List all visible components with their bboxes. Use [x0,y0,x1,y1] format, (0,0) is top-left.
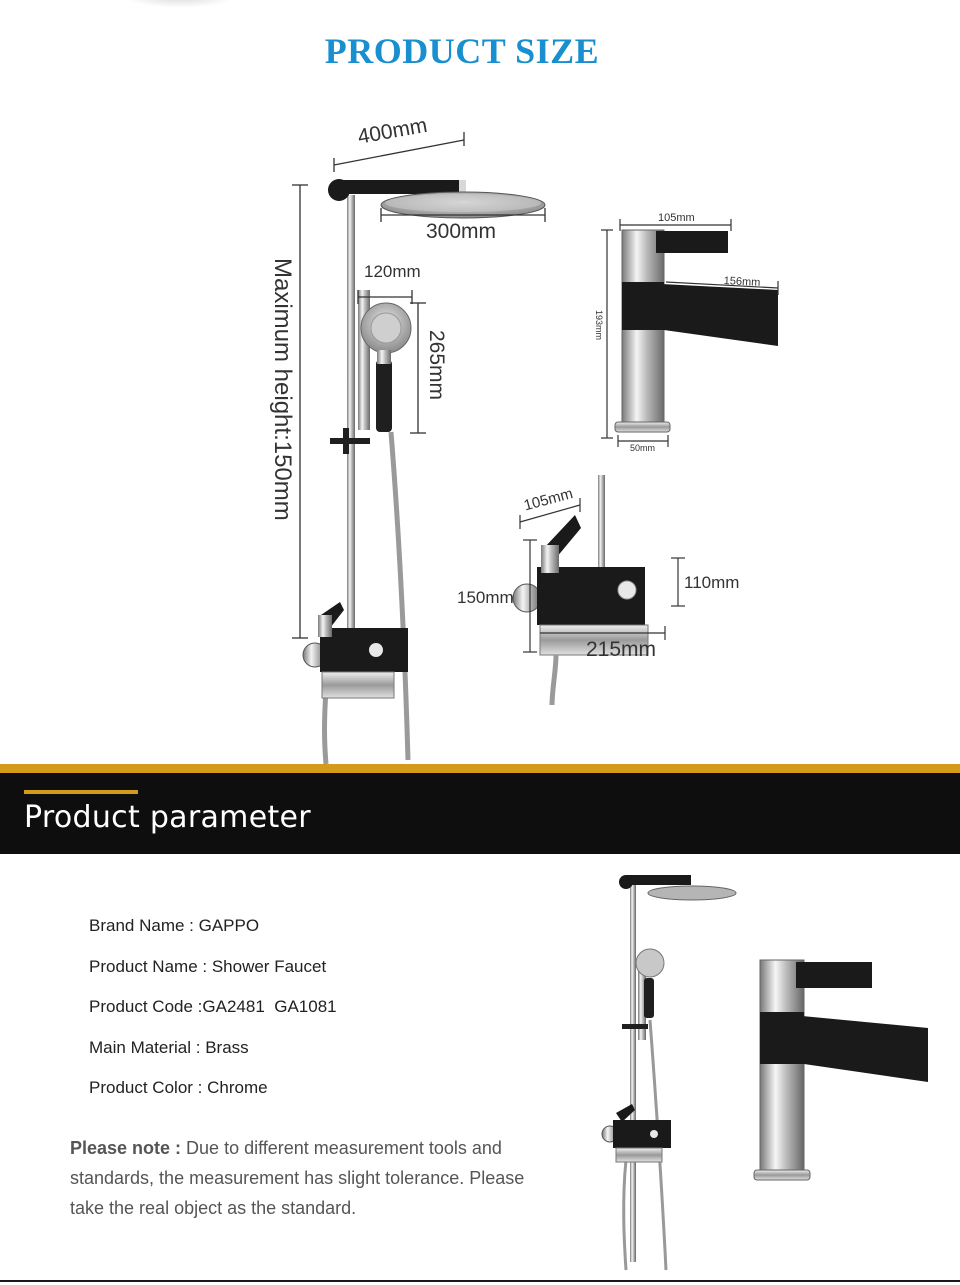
basin-faucet-spout [622,282,778,346]
dim-rain-head: 300mm [426,220,497,243]
shower-arm [339,180,464,194]
dim-basin-spout: 156mm [723,275,761,289]
banner-gold-stripe [0,764,960,773]
dim-mixer-body: 110mm [684,573,740,592]
shower-riser-rod [347,195,355,695]
note-label: Please note : [70,1138,182,1158]
basin-dimension-lines [601,219,779,447]
param-product-name: Product Name : Shower Faucet [89,956,327,976]
product-photos [601,875,928,1271]
dim-basin-top: 105mm [658,212,695,224]
banner-accent-line [24,790,138,794]
param-main-material: Main Material : Brass [89,1037,249,1057]
shower-set-drawing [302,179,546,764]
shower-set-photo [601,875,737,1271]
bottom-divider [0,1280,960,1282]
basin-faucet-handle [656,231,728,253]
handheld-handle [376,360,392,432]
banner-title: Product parameter [24,800,311,835]
parameter-list: Brand Name : GAPPO Product Name : Shower… [89,916,337,1119]
mixer-closeup-spout [539,624,649,656]
param-brand-name: Brand Name : GAPPO [89,916,260,935]
dim-max-height: Maximum height:150mm [269,258,296,521]
measurement-note: Please note : Due to different measureme… [70,1133,550,1223]
dim-handheld-length: 265mm [425,330,448,401]
param-product-code: Product Code :GA2481 GA1081 [89,997,337,1017]
product-parameter-banner [0,773,960,854]
shower-tub-spout [321,671,395,699]
dim-basin-base: 50mm [630,443,656,453]
top-shadow [120,0,240,8]
dim-basin-height: 193mm [594,310,604,341]
note-text: Due to different measurement tools and s… [70,1138,525,1218]
shower-dimension-lines [292,132,546,639]
dim-mixer-spout: 215mm [586,638,657,661]
param-product-color: Product Color : Chrome [89,1078,268,1098]
product-size-diagram [292,132,779,764]
mixer-dimension-lines [519,498,685,653]
basin-faucet-drawing [614,229,778,433]
shower-mixer-body [320,628,408,672]
basin-faucet-photo [753,959,928,1181]
section-title-product-size: PRODUCT SIZE [324,31,600,71]
dim-mixer-height: 150mm [457,588,514,607]
mixer-closeup-drawing [512,475,649,706]
dim-handheld-width: 120mm [364,262,421,281]
